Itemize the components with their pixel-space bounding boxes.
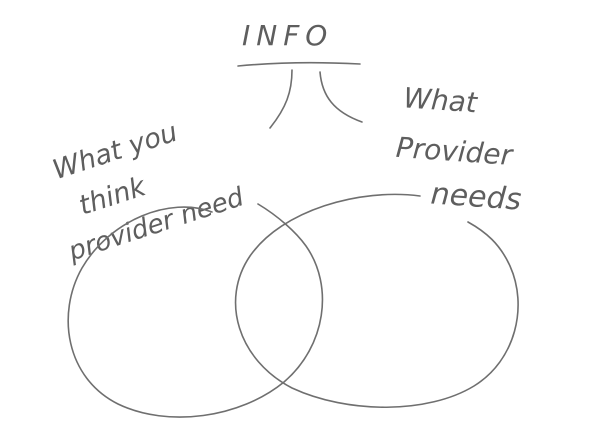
left-circle: [67, 203, 324, 418]
title-underline: [237, 61, 361, 67]
right-label-line-2: Provider: [395, 131, 515, 172]
title-info: INFO: [242, 19, 333, 52]
left-label-line-1: What you: [49, 117, 181, 186]
right-label-line-3: needs: [430, 176, 523, 217]
right-label-line-1: What: [402, 81, 479, 119]
left-label: What you think provider need: [49, 117, 248, 268]
branch-right: [319, 71, 363, 123]
branch-left: [269, 69, 293, 129]
right-circle: [234, 193, 519, 409]
right-label: What Provider needs: [395, 81, 523, 217]
